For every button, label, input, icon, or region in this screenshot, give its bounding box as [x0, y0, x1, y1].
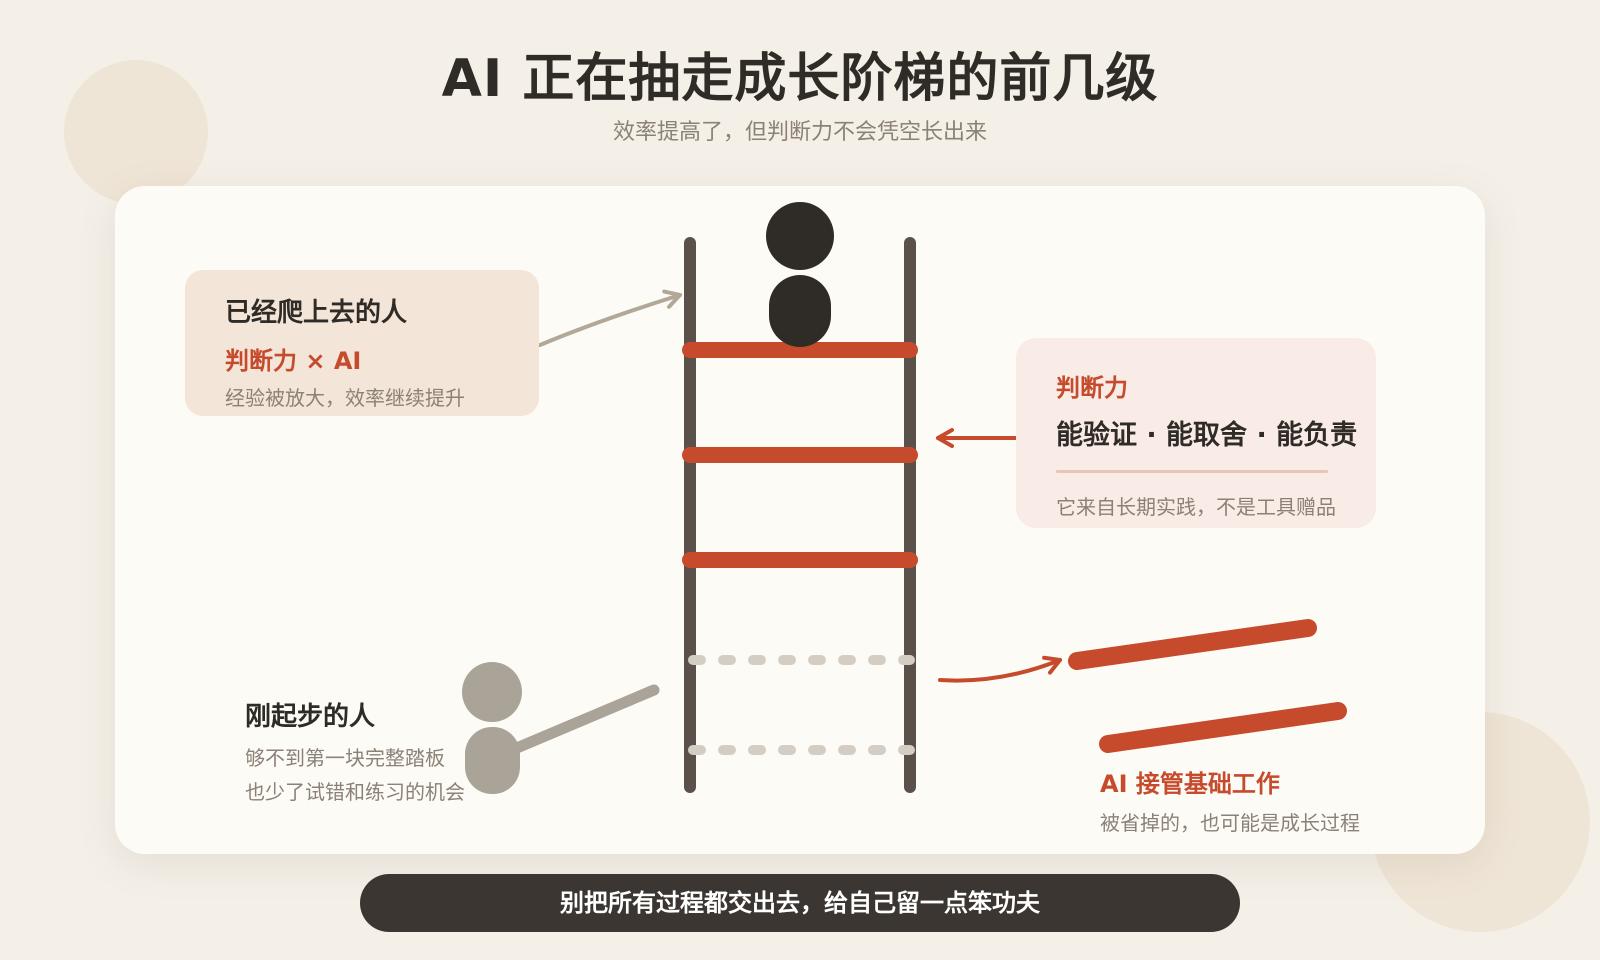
beginner-label: 刚起步的人 够不到第一块完整踏板 也少了试错和练习的机会	[245, 696, 465, 809]
page-subtitle: 效率提高了，但判断力不会凭空长出来	[612, 120, 987, 145]
beginner-desc-line-1: 够不到第一块完整踏板	[245, 746, 445, 770]
climbed-people-box: 已经爬上去的人 判断力 × AI 经验被放大，效率继续提升	[185, 270, 539, 416]
climbed-people-desc: 经验被放大，效率继续提升	[225, 386, 465, 410]
judgment-desc: 它来自长期实践，不是工具赠品	[1056, 495, 1336, 519]
ai-takeover-desc: 被省掉的，也可能是成长过程	[1100, 811, 1360, 835]
beginner-arm	[506, 684, 660, 756]
decor-circle-top-left	[64, 60, 208, 204]
arrow-ladder-to-removed-rungs	[938, 655, 1062, 683]
beginner-head	[462, 662, 522, 722]
judgment-capabilities: 能验证 · 能取舍 · 能负责	[1056, 420, 1358, 451]
arrow-climbed-to-ladder	[538, 289, 682, 347]
removed-rung-2	[1099, 702, 1347, 753]
climbed-people-title: 已经爬上去的人	[225, 298, 408, 328]
judgment-divider	[1056, 470, 1328, 473]
climbed-people-formula: 判断力 × AI	[225, 347, 362, 375]
beginner-body	[465, 727, 520, 794]
bottom-banner: 别把所有过程都交出去，给自己留一点笨功夫	[360, 874, 1240, 932]
ai-takeover-title: AI 接管基础工作	[1100, 770, 1280, 798]
climber-head	[766, 202, 834, 270]
judgment-box: 判断力 能验证 · 能取舍 · 能负责 它来自长期实践，不是工具赠品	[1016, 338, 1376, 528]
page-title: AI 正在抽走成长阶梯的前几级	[441, 49, 1159, 109]
judgment-title: 判断力	[1056, 374, 1128, 402]
removed-rung-1	[1068, 619, 1317, 670]
ai-takeover-label: AI 接管基础工作 被省掉的，也可能是成长过程	[1100, 764, 1360, 836]
beginner-title: 刚起步的人	[245, 702, 376, 732]
climber-body	[769, 275, 831, 347]
beginner-desc-line-2: 也少了试错和练习的机会	[245, 780, 465, 804]
